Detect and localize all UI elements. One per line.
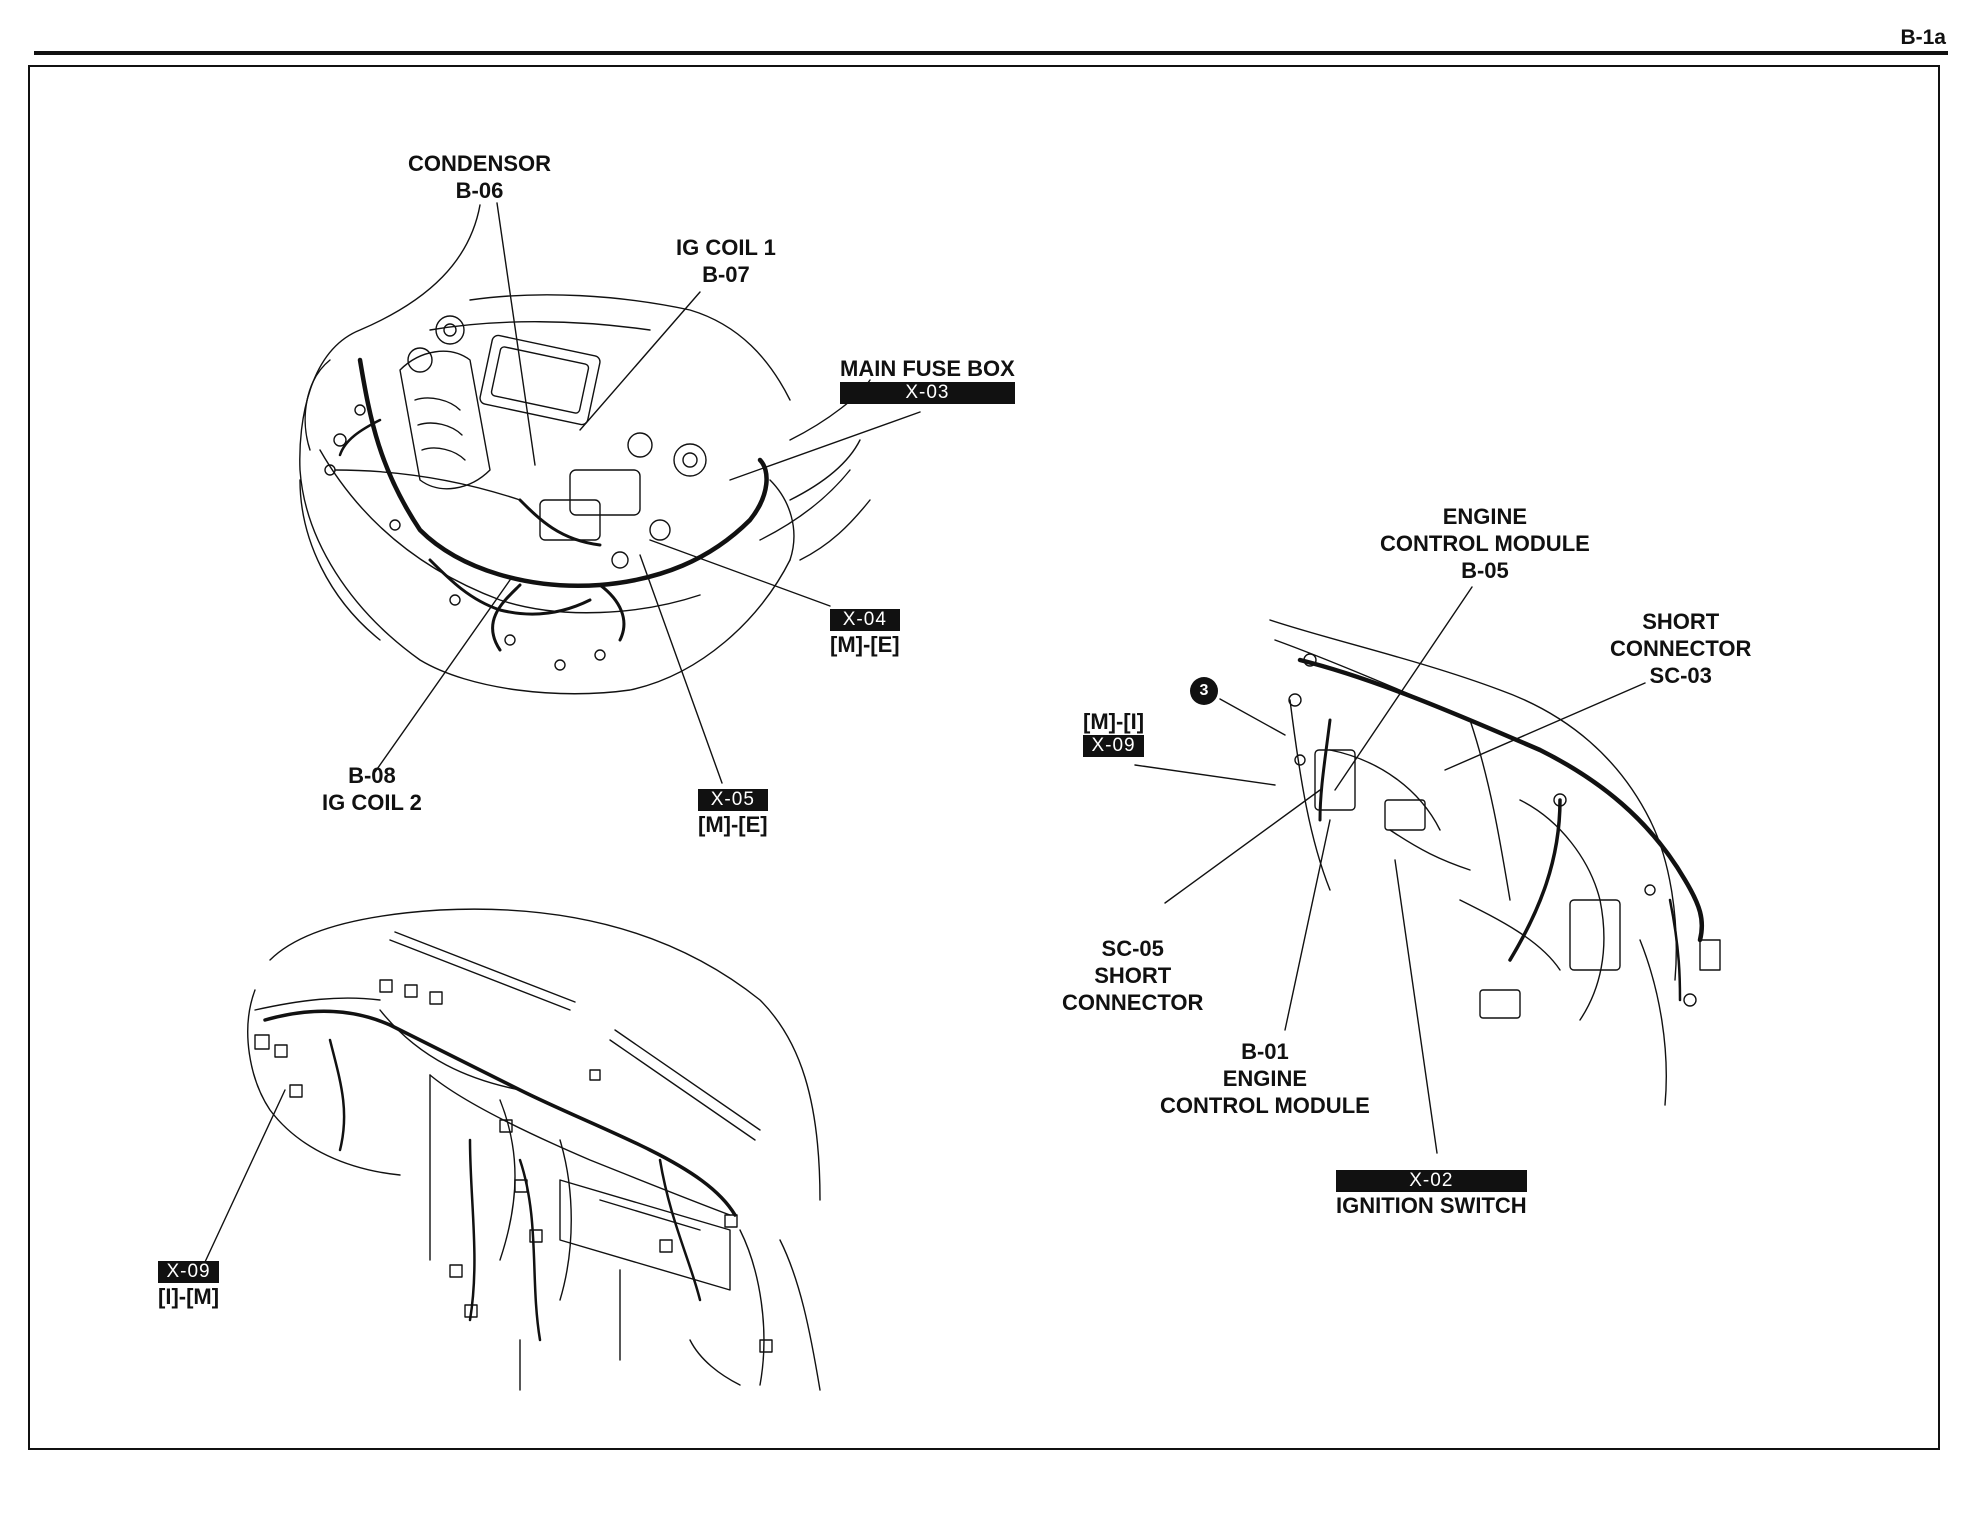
ecm-b05-line2: CONTROL MODULE	[1380, 531, 1590, 556]
ig-coil-2-callout: B-08 IG COIL 2	[322, 762, 422, 816]
ig-coil-2-name: IG COIL 2	[322, 790, 422, 815]
ecm-b05-line1: ENGINE	[1442, 504, 1528, 529]
ecm-b05-callout: ENGINE CONTROL MODULE B-05	[1380, 503, 1590, 584]
header-rule	[34, 51, 1948, 55]
ig-coil-2-code: B-08	[348, 763, 396, 788]
dash-harness-drawing	[1134, 586, 1721, 1154]
x04-callout: X-04 [M]-[E]	[830, 609, 900, 658]
instrument-panel-drawing	[204, 908, 821, 1391]
ig-coil-1-name: IG COIL 1	[676, 235, 776, 260]
sc03-line1: SHORT	[1642, 609, 1720, 634]
condensor-name: CONDENSOR	[408, 151, 552, 176]
x09-right-code: X-09	[1083, 735, 1145, 757]
ecm-b01-line2: CONTROL MODULE	[1160, 1093, 1370, 1118]
ground-point-badge: 3	[1190, 677, 1218, 705]
x04-harness: [M]-[E]	[830, 632, 900, 657]
ecm-b01-callout: B-01 ENGINE CONTROL MODULE	[1160, 1038, 1370, 1119]
x09-right-callout: [M]-[I] X-09	[1083, 708, 1145, 757]
main-fuse-box-name: MAIN FUSE BOX	[840, 356, 1015, 381]
engine-compartment-drawing	[299, 202, 921, 784]
ignition-switch-callout: X-02 IGNITION SWITCH	[1336, 1170, 1527, 1219]
ecm-b01-line1: ENGINE	[1222, 1066, 1308, 1091]
main-fuse-box-callout: MAIN FUSE BOX X-03	[840, 355, 1015, 404]
ig-coil-1-code: B-07	[702, 262, 750, 287]
x05-code: X-05	[698, 789, 768, 811]
ig-coil-1-callout: IG COIL 1 B-07	[676, 234, 776, 288]
ignition-switch-code: X-02	[1336, 1170, 1527, 1192]
x04-code: X-04	[830, 609, 900, 631]
page-id: B-1a	[1900, 26, 1946, 49]
diagram-frame	[28, 65, 1940, 1450]
x09-left-harness: [I]-[M]	[158, 1284, 220, 1309]
sc05-callout: SC-05 SHORT CONNECTOR	[1062, 935, 1203, 1016]
condensor-callout: CONDENSOR B-06	[408, 150, 551, 204]
ecm-b01-code: B-01	[1241, 1039, 1289, 1064]
sc05-code: SC-05	[1101, 936, 1164, 961]
sc03-code: SC-03	[1649, 663, 1712, 688]
x09-left-callout: X-09 [I]-[M]	[158, 1261, 220, 1310]
condensor-code: B-06	[455, 178, 504, 203]
sc05-line1: SHORT	[1094, 963, 1172, 988]
x05-harness: [M]-[E]	[698, 812, 768, 837]
sc03-line2: CONNECTOR	[1610, 636, 1752, 661]
ecm-b05-code: B-05	[1461, 558, 1509, 583]
ignition-switch-name: IGNITION SWITCH	[1336, 1193, 1527, 1218]
x09-left-code: X-09	[158, 1261, 220, 1283]
x09-right-harness: [M]-[I]	[1083, 709, 1145, 734]
short-connector-sc03-callout: SHORT CONNECTOR SC-03	[1610, 608, 1751, 689]
x05-callout: X-05 [M]-[E]	[698, 789, 768, 838]
sc05-line2: CONNECTOR	[1062, 990, 1204, 1015]
main-fuse-box-code: X-03	[840, 382, 1015, 404]
